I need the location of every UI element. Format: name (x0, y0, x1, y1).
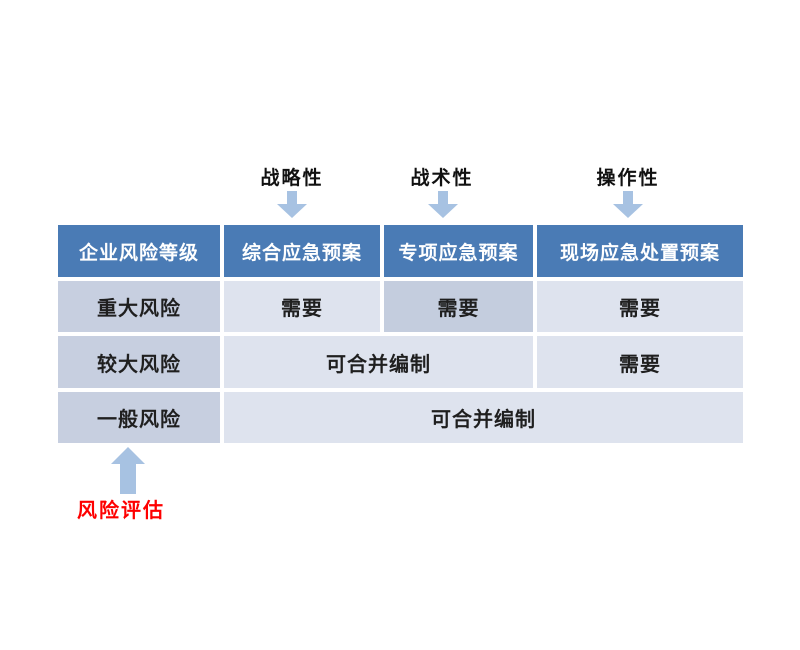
header-cell-risk-level: 企业风险等级 (58, 225, 220, 277)
down-arrow-icon (613, 191, 643, 218)
row-label-major-risk: 重大风险 (58, 281, 220, 332)
header-cell-special-plan: 专项应急预案 (384, 225, 533, 277)
table-cell: 需要 (384, 281, 533, 332)
annotation-strategic: 战略性 (260, 168, 324, 189)
risk-assessment-label: 风险评估 (77, 500, 165, 522)
table-cell: 需要 (224, 281, 380, 332)
header-cell-comprehensive-plan: 综合应急预案 (224, 225, 380, 277)
table-cell: 需要 (537, 281, 743, 332)
annotation-tactical: 战术性 (410, 168, 474, 189)
emergency-plan-table: 企业风险等级 综合应急预案 专项应急预案 现场应急处置预案 重大风险 需要 需要… (58, 225, 743, 443)
down-arrow-icon (428, 191, 458, 218)
table-cell: 需要 (537, 336, 743, 388)
header-cell-onsite-plan: 现场应急处置预案 (537, 225, 743, 277)
annotation-operational: 操作性 (596, 168, 660, 189)
table-cell-merged: 可合并编制 (224, 336, 533, 388)
down-arrow-icon (277, 191, 307, 218)
table-cell-merged: 可合并编制 (224, 392, 743, 443)
row-label-relatively-major-risk: 较大风险 (58, 336, 220, 388)
row-label-general-risk: 一般风险 (58, 392, 220, 443)
up-arrow-icon (111, 447, 145, 494)
